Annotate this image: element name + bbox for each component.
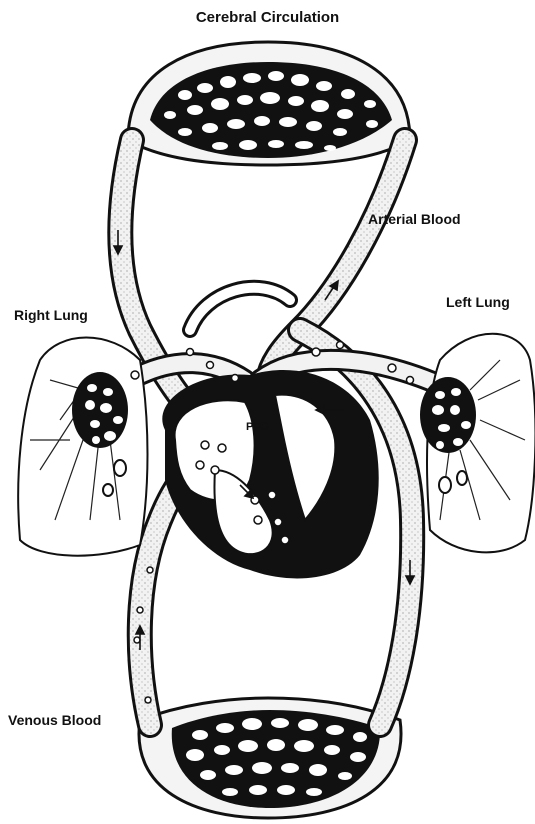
right-lung-label: Right Lung <box>14 307 88 323</box>
right-lung <box>18 338 147 556</box>
cerebral-capillary-bed <box>128 42 410 165</box>
cerebral-circulation-label: Cerebral Circulation <box>0 9 535 26</box>
systemic-capillary-bed <box>139 698 401 818</box>
arterial-blood-label: Arterial Blood <box>368 211 461 227</box>
heart <box>162 370 378 578</box>
pfo-label: PFO <box>246 421 269 433</box>
left-lung-label: Left Lung <box>446 294 510 310</box>
left-lung <box>420 334 535 553</box>
venous-blood-label: Venous Blood <box>8 712 101 728</box>
